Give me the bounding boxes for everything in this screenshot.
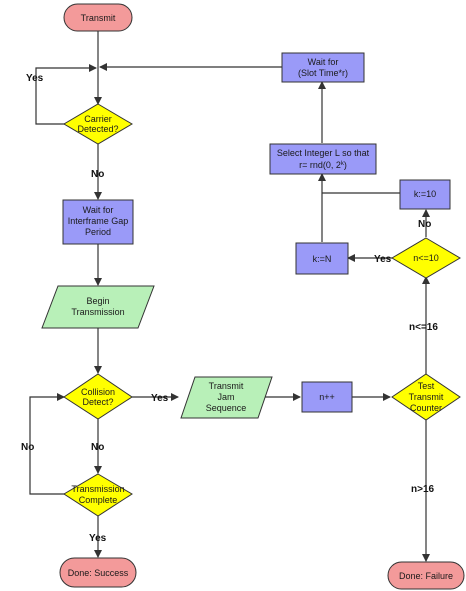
node-k-eq-n: k:=N xyxy=(295,242,349,275)
node-k-eq-10: k:=10 xyxy=(399,179,451,210)
node-transmit-label: Transmit xyxy=(81,13,116,23)
node-test-line3: Counter xyxy=(410,403,442,413)
node-select-line1: Select Integer L so that xyxy=(277,148,370,158)
node-test-transmit-counter: Test Transmit Counter xyxy=(391,373,461,421)
node-wait-gap-line1: Wait for xyxy=(83,205,114,215)
connectors xyxy=(29,31,430,562)
node-n-le-10: n<=10 xyxy=(391,237,461,279)
node-transmission-complete: Transmission Complete xyxy=(63,473,133,517)
label-no-nle10: No xyxy=(418,219,431,230)
node-jam-line3: Sequence xyxy=(206,403,247,413)
label-yes-collision: Yes xyxy=(151,393,169,404)
node-complete-line2: Complete xyxy=(79,495,118,505)
node-wait-gap-line3: Period xyxy=(85,227,111,237)
node-carrier-detected: Carrier Detected? xyxy=(63,103,133,145)
node-test-line2: Transmit xyxy=(409,392,444,402)
node-kn-label: k:=N xyxy=(313,254,332,264)
node-collision-detect: Collision Detect? xyxy=(63,373,133,420)
node-ninc-label: n++ xyxy=(319,392,335,402)
label-no-loop: No xyxy=(21,442,34,453)
node-begin-line1: Begin xyxy=(86,296,109,306)
node-done-success: Done: Success xyxy=(59,557,137,588)
label-no-collision: No xyxy=(91,442,104,453)
node-n-increment: n++ xyxy=(301,381,353,413)
label-yes-complete: Yes xyxy=(89,533,107,544)
node-wait-slot-line2: (Slot Time*r) xyxy=(298,68,348,78)
node-complete-line1: Transmission xyxy=(71,484,124,494)
edge-labels: Yes No Yes No No Yes Yes No n<=16 n>16 xyxy=(21,73,438,544)
node-select-integer: Select Integer L so that r= rnd(0, 2k) xyxy=(269,143,377,175)
node-wait-interframe-gap: Wait for Interframe Gap Period xyxy=(62,199,134,245)
node-select-line2: r= rnd(0, 2k) xyxy=(299,160,347,170)
node-begin-transmission: Begin Transmission xyxy=(41,285,155,329)
label-nle16: n<=16 xyxy=(409,322,438,333)
node-done-failure: Done: Failure xyxy=(387,561,465,590)
node-success-label: Done: Success xyxy=(68,568,129,578)
edge-complete-no-loop xyxy=(29,393,66,495)
label-ngt16: n>16 xyxy=(411,484,435,495)
node-jam-line2: Jam xyxy=(217,392,234,402)
node-transmit: Transmit xyxy=(63,3,133,32)
node-jam-line1: Transmit xyxy=(209,381,244,391)
label-no-carrier: No xyxy=(91,169,104,180)
node-collision-line1: Collision xyxy=(81,387,115,397)
node-failure-label: Done: Failure xyxy=(399,571,453,581)
node-carrier-line2: Detected? xyxy=(77,124,118,134)
node-wait-slot-time: Wait for (Slot Time*r) xyxy=(281,52,365,83)
node-wait-slot-line1: Wait for xyxy=(308,57,339,67)
label-yes-nle10: Yes xyxy=(374,254,392,265)
label-yes-carrier: Yes xyxy=(26,73,44,84)
node-test-line1: Test xyxy=(418,381,435,391)
node-begin-line2: Transmission xyxy=(71,307,124,317)
edge-carrier-yes-loop xyxy=(35,64,97,125)
node-collision-line2: Detect? xyxy=(82,397,113,407)
node-transmit-jam-sequence: Transmit Jam Sequence xyxy=(180,376,273,419)
node-wait-gap-line2: Interframe Gap xyxy=(68,216,129,226)
node-nle10-label: n<=10 xyxy=(413,253,439,263)
node-k10-label: k:=10 xyxy=(414,189,436,199)
node-carrier-line1: Carrier xyxy=(84,114,112,124)
